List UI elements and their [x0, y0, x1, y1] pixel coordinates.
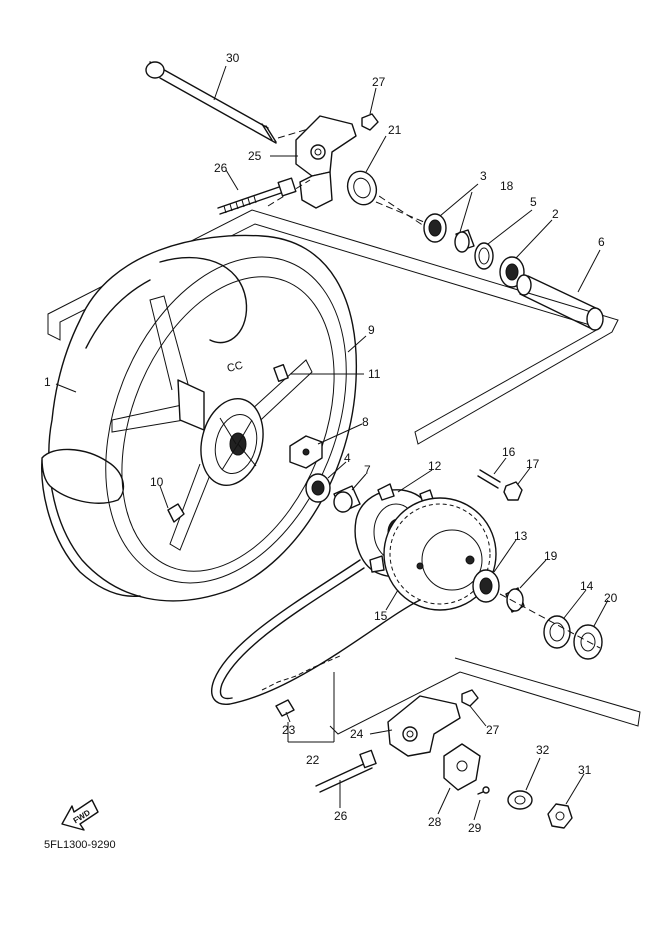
- drive-chain: [211, 559, 421, 717]
- lower-reference-plane: [329, 657, 641, 735]
- callout-27-lower: 27: [486, 723, 500, 737]
- lower-adjust-bolt: [315, 749, 377, 793]
- callout-29: 29: [468, 821, 482, 835]
- collar-6: [516, 274, 604, 331]
- upper-reference-plane: [47, 209, 619, 445]
- plate-28: [443, 743, 481, 791]
- callout-20: 20: [604, 591, 618, 605]
- callout-28: 28: [428, 815, 442, 829]
- callout-30: 30: [226, 51, 240, 65]
- callout-12: 12: [428, 459, 442, 473]
- nut-31: [547, 803, 573, 829]
- callout-25: 25: [248, 149, 262, 163]
- upper-adjust-bolt: [217, 177, 297, 215]
- callout-26-lower: 26: [334, 809, 348, 823]
- screw-29: [477, 786, 490, 795]
- callout-labels: 30 27 25 21 26 3 18 5 2 6 9 1 11 8 4 7 1…: [44, 51, 618, 835]
- callout-4: 4: [344, 451, 351, 465]
- washer-32: [507, 790, 533, 810]
- damper-8: [289, 435, 323, 469]
- callout-1: 1: [44, 375, 51, 389]
- rear-wheel: CC: [41, 234, 358, 602]
- callout-32: 32: [536, 743, 550, 757]
- callout-21: 21: [388, 123, 402, 137]
- callout-9: 9: [368, 323, 375, 337]
- callout-3: 3: [480, 169, 487, 183]
- upper-chain-puller: [267, 113, 431, 231]
- bearing-stack: [375, 201, 525, 288]
- callout-17: 17: [526, 457, 540, 471]
- stud-16: [477, 469, 501, 489]
- callout-16: 16: [502, 445, 516, 459]
- callout-10: 10: [150, 475, 164, 489]
- callout-18: 18: [500, 179, 514, 193]
- callout-19: 19: [544, 549, 558, 563]
- seal-14: [543, 615, 571, 649]
- callout-7: 7: [364, 463, 371, 477]
- hub-marking: CC: [226, 359, 244, 375]
- lower-chain-puller: [387, 689, 479, 757]
- collar-7: [333, 485, 361, 513]
- callout-31: 31: [578, 763, 592, 777]
- drawing-code: 5FL1300-9290: [44, 839, 116, 851]
- callout-6: 6: [598, 235, 605, 249]
- axle-part: [145, 61, 319, 144]
- bearing-4: [305, 473, 331, 503]
- collar-19: [505, 587, 525, 613]
- callout-23: 23: [282, 723, 296, 737]
- fwd-arrow-icon: FWD: [61, 799, 99, 831]
- rear-sprocket: [383, 497, 497, 611]
- leader-lines: [55, 65, 609, 821]
- oil-seal-21: [346, 170, 378, 206]
- bearing-13: [472, 569, 500, 603]
- callout-22: 22: [306, 753, 320, 767]
- callout-13: 13: [514, 529, 528, 543]
- nut-17: [503, 481, 523, 501]
- callout-24: 24: [350, 727, 364, 741]
- callout-14: 14: [580, 579, 594, 593]
- callout-27-upper: 27: [372, 75, 386, 89]
- callout-26-upper: 26: [214, 161, 228, 175]
- callout-8: 8: [362, 415, 369, 429]
- callout-11: 11: [368, 367, 381, 381]
- callout-15: 15: [374, 609, 388, 623]
- callout-2: 2: [552, 207, 559, 221]
- callout-5: 5: [530, 195, 537, 209]
